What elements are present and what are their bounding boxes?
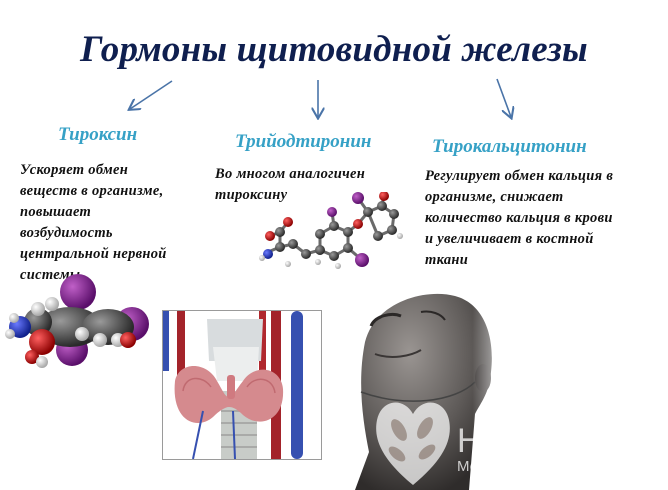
- hormone-name-thyroxine: Тироксин: [58, 124, 138, 145]
- hormone-name-thyrocalcitonin: Тирокальцитонин: [432, 136, 587, 157]
- description-line: системы: [20, 267, 81, 283]
- hormone-name-triiodothyronine: Трийодтиронин: [235, 131, 372, 152]
- arrow-to-thyroxine: [130, 80, 173, 109]
- watermark-subtitle-text: Меди: [457, 458, 495, 475]
- page-title: Гормоны щитовидной железы: [80, 29, 588, 70]
- description-line: ткани: [425, 252, 469, 268]
- description-line: количество кальция в крови: [425, 210, 613, 226]
- thyroid-gland-icon: [163, 311, 303, 459]
- triiodothyronine-molecule-icon: [259, 192, 403, 269]
- hormone-description-thyrocalcitonin: Регулирует обмен кальция в организме, сн…: [425, 166, 665, 271]
- description-line: повышает: [20, 204, 92, 220]
- description-line: Регулирует обмен кальция в: [425, 168, 614, 184]
- watermark-heart-icon: [376, 402, 450, 485]
- hormone-description-triiodothyronine: Во многом аналогичен тироксину: [215, 164, 415, 206]
- description-line: организме, снижает: [425, 189, 564, 205]
- description-line: центральной нервной: [20, 246, 167, 262]
- description-line: и увеличивает в костной: [425, 231, 594, 247]
- arrows: [0, 78, 668, 140]
- watermark-logo-text: Н: [457, 422, 482, 460]
- thyroid-anatomy-illustration: [162, 310, 322, 460]
- description-line: Ускоряет обмен: [20, 162, 129, 178]
- head-illustration: Н Меди: [345, 282, 515, 490]
- thyroxine-molecule-icon: [5, 274, 149, 368]
- arrow-to-thyrocalcitonin: [496, 78, 511, 117]
- hormone-description-thyroxine: Ускоряет обмен веществ в организме, повы…: [20, 160, 220, 286]
- description-line: тироксину: [215, 187, 288, 203]
- description-line: Во многом аналогичен: [215, 166, 366, 182]
- description-line: веществ в организме,: [20, 183, 164, 199]
- description-line: возбудимость: [20, 225, 113, 241]
